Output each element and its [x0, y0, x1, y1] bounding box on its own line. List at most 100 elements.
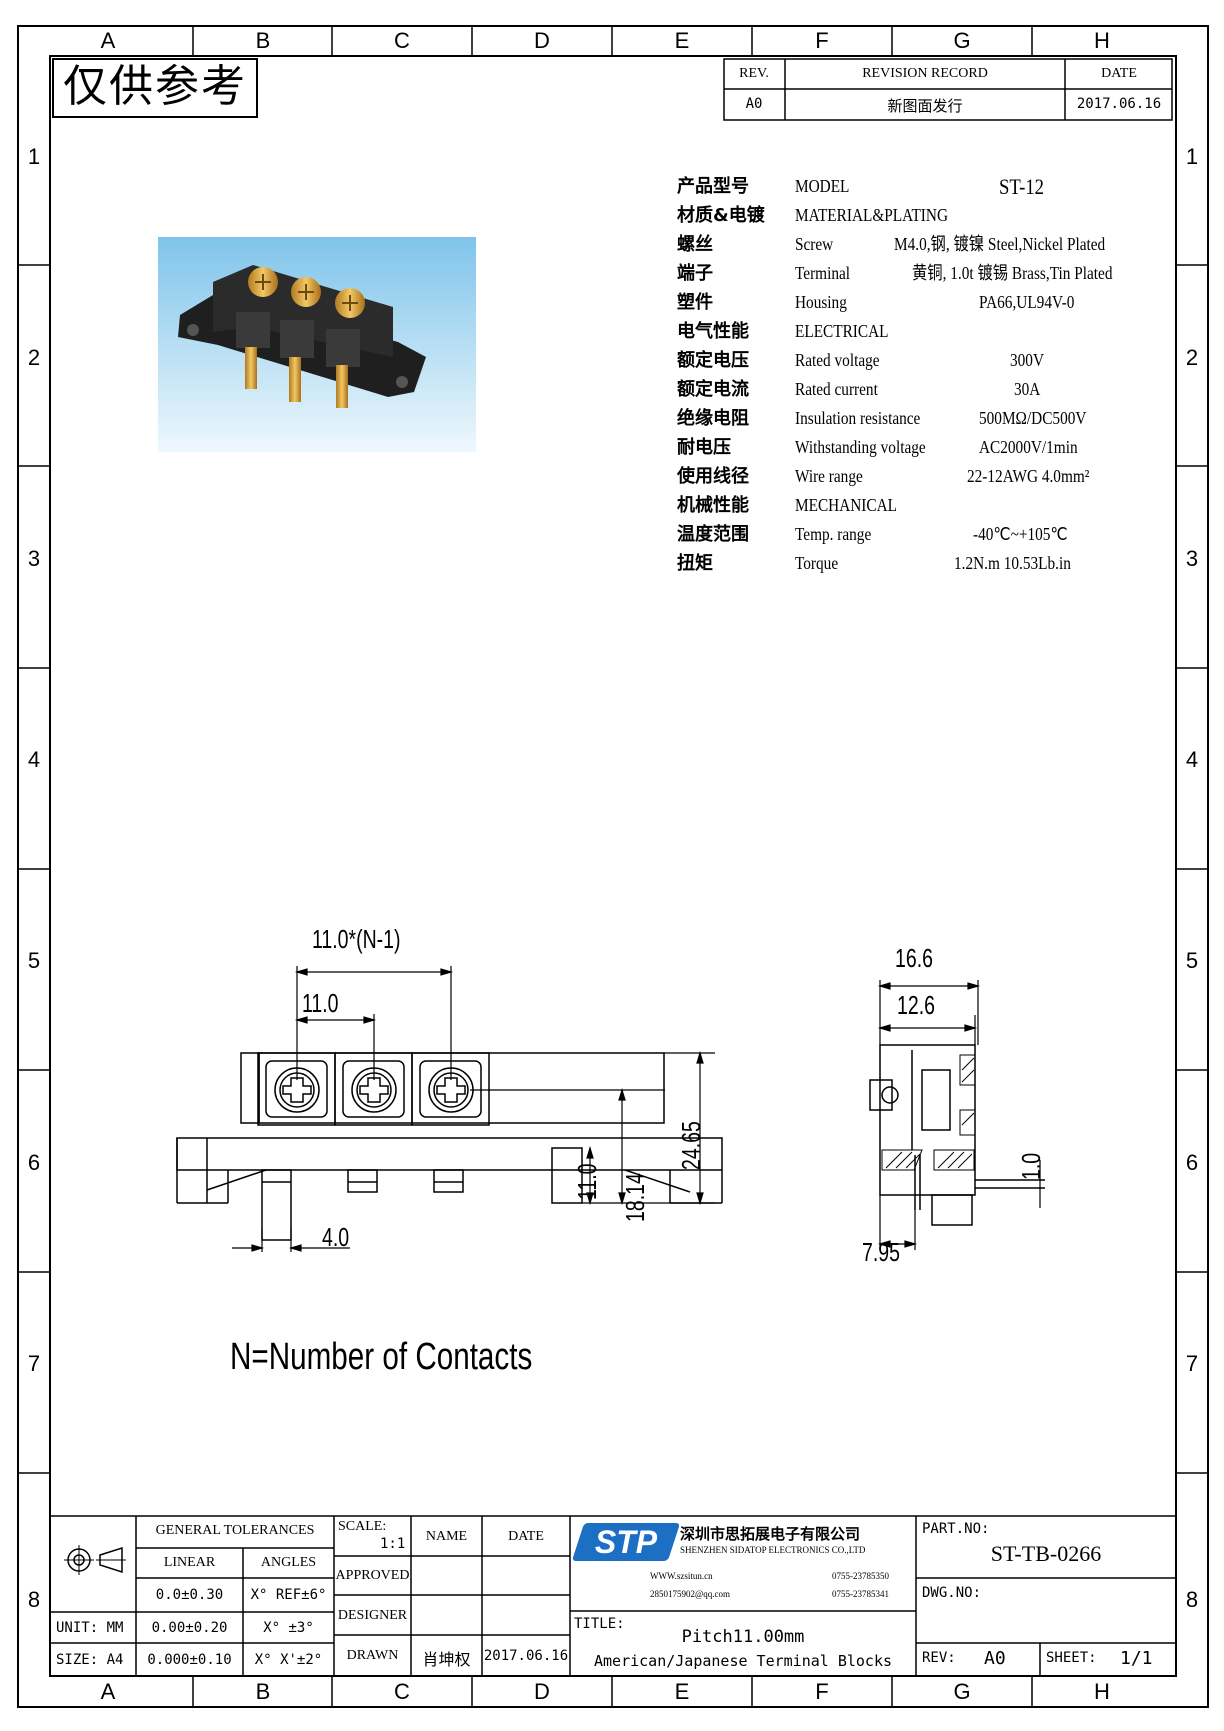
spec-cn-label: 额定电流: [677, 379, 749, 400]
rev-label: REV:: [922, 1650, 956, 1666]
dim-width-12: 12.6: [897, 990, 935, 1020]
zone-row-label: 6: [27, 1150, 41, 1175]
zone-row-label: 1: [1185, 144, 1199, 169]
spec-en-label: Withstanding voltage: [795, 437, 926, 457]
zone-row-label: 4: [1185, 747, 1199, 772]
title-label: TITLE:: [574, 1616, 625, 1632]
spec-cn-label: 端子: [677, 263, 713, 284]
part-no-value: ST-TB-0266: [990, 1541, 1102, 1566]
zone-col-label: D: [534, 28, 550, 53]
zone-row-label: 6: [1185, 1150, 1199, 1175]
title-line-2: American/Japanese Terminal Blocks: [593, 1652, 892, 1670]
dim-width-16: 16.6: [895, 943, 933, 973]
spec-value: 1.2N.m 10.53Lb.in: [954, 553, 1071, 573]
zone-col-label: H: [1094, 28, 1110, 53]
dim-thickness: 1.0: [1016, 1152, 1046, 1180]
zone-col-label: A: [100, 1679, 116, 1704]
approved-label: APPROVED: [335, 1568, 410, 1583]
zone-row-label: 8: [1185, 1587, 1199, 1612]
zone-col-label: E: [674, 1679, 690, 1704]
angles-label: ANGLES: [260, 1555, 317, 1570]
dwg-no-label: DWG.NO:: [922, 1585, 982, 1601]
spec-en-label: Insulation resistance: [795, 408, 921, 428]
revision-table: REV. REVISION RECORD DATE A0 新图面发行 2017.…: [723, 58, 1173, 121]
zone-row-label: 1: [27, 144, 41, 169]
name-header: NAME: [425, 1529, 468, 1544]
rev-value: A0: [984, 1648, 1006, 1669]
spec-cn-label: 温度范围: [677, 524, 749, 545]
spec-cn-label: 电气性能: [677, 321, 749, 342]
general-tolerances-label: GENERAL TOLERANCES: [155, 1523, 315, 1538]
dim-pin-width: 4.0: [322, 1222, 350, 1252]
dim-offset-795: 7.95: [862, 1237, 900, 1267]
linear-label: LINEAR: [163, 1555, 216, 1570]
title-block: GENERAL TOLERANCES LINEAR ANGLES 0.0±0.3…: [50, 1515, 1176, 1676]
tolerance-linear: 0.000±0.10: [147, 1652, 232, 1668]
zone-row-label: 2: [27, 345, 41, 370]
spec-cn-label: 机械性能: [677, 495, 749, 516]
zone-col-label: H: [1094, 1679, 1110, 1704]
spec-cn-label: 螺丝: [677, 234, 713, 255]
company-fax: 0755-23785341: [832, 1589, 889, 1599]
spec-en-label: Screw: [795, 234, 834, 254]
spec-value: 300V: [1010, 350, 1044, 370]
zone-row-label: 3: [1185, 546, 1199, 571]
zone-row-label: 8: [27, 1587, 41, 1612]
zone-col-label: B: [255, 28, 271, 53]
zone-col-label: F: [815, 28, 829, 53]
spec-value: 500MΩ/DC500V: [979, 408, 1087, 428]
spec-cn-label: 使用线径: [677, 466, 749, 487]
scale-label: SCALE:: [338, 1519, 387, 1534]
spec-cn-label: 材质&电镀: [677, 205, 765, 226]
zone-col-label: A: [100, 28, 116, 53]
zone-col-label: D: [534, 1679, 550, 1704]
spec-en-label: Terminal: [795, 263, 851, 283]
tolerance-linear: 0.0±0.30: [155, 1587, 224, 1603]
zone-col-label: F: [815, 1679, 829, 1704]
zone-row-label: 5: [27, 948, 41, 973]
sheet-value: 1/1: [1120, 1648, 1153, 1669]
zone-col-label: C: [394, 28, 410, 53]
spec-value: M4.0,钢, 镀镍 Steel,Nickel Plated: [894, 234, 1106, 254]
spec-en-label: Rated current: [795, 379, 878, 399]
title-line-1: Pitch11.00mm: [681, 1627, 805, 1647]
projection-symbol-icon: [64, 1545, 126, 1575]
company-phone: 0755-23785350: [832, 1571, 889, 1581]
drawn-name: 肖坤权: [422, 1650, 471, 1669]
revision-record-value: 新图面发行: [887, 97, 963, 115]
part-no-label: PART.NO:: [922, 1521, 990, 1537]
spec-cn-label: 绝缘电阻: [677, 408, 749, 429]
spec-value: 22-12AWG 4.0mm²: [967, 466, 1090, 486]
zone-col-label: B: [255, 1679, 271, 1704]
spec-cn-label: 扭矩: [677, 553, 713, 574]
drawn-label: DRAWN: [346, 1648, 399, 1663]
contacts-note: N=Number of Contacts: [230, 1336, 533, 1378]
tolerance-angle: X° X'±2°: [254, 1652, 323, 1668]
zone-col-label: G: [953, 1679, 971, 1704]
zone-row-label: 7: [1185, 1351, 1199, 1376]
spec-value: -40℃~+105℃: [973, 524, 1068, 544]
company-logo: STP: [571, 1523, 681, 1561]
spec-en-label: Temp. range: [795, 524, 872, 544]
drawn-date: 2017.06.16: [483, 1648, 569, 1664]
dim-height-11: 11.0: [572, 1163, 602, 1200]
dim-pitch: 11.0: [302, 988, 339, 1018]
scale-value: 1:1: [380, 1536, 406, 1552]
zone-row-label: 7: [27, 1351, 41, 1376]
unit-label: UNIT: MM: [56, 1620, 124, 1636]
zone-row-label: 4: [27, 747, 41, 772]
size-label: SIZE: A4: [56, 1652, 124, 1668]
date-header: DATE: [508, 1529, 544, 1544]
spec-en-label: MATERIAL&PLATING: [795, 205, 948, 225]
company-website: WWW.szsitun.cn: [650, 1571, 713, 1581]
spec-cn-label: 产品型号: [677, 176, 749, 197]
side-view-drawing: [869, 980, 1045, 1250]
designer-label: DESIGNER: [337, 1608, 408, 1623]
dim-pitch-n: 11.0*(N-1): [312, 924, 401, 954]
sheet-label: SHEET:: [1046, 1650, 1097, 1666]
company-name-cn: 深圳市思拓展电子有限公司: [680, 1525, 861, 1543]
spec-en-label: Rated voltage: [795, 350, 880, 370]
dim-height-24: 24.65: [676, 1121, 706, 1170]
spec-value: 黄铜, 1.0t 镀锡 Brass,Tin Plated: [912, 263, 1113, 283]
